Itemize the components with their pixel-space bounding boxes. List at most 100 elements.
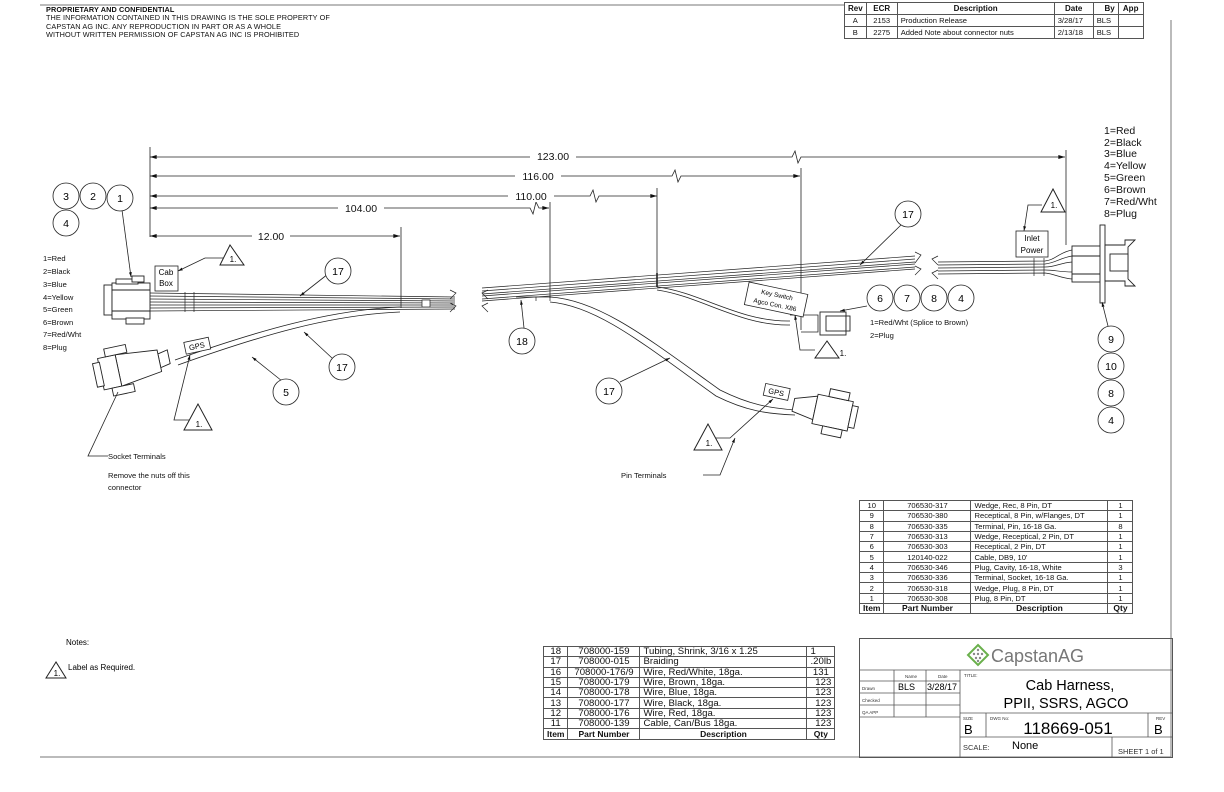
rev-cell: B (844, 26, 867, 39)
svg-text:17: 17 (603, 386, 615, 398)
company-name: CapstanAG (991, 646, 1084, 666)
db9-socket-connector (91, 343, 171, 397)
balloon: 7 (893, 284, 921, 312)
balloon: 4 (947, 284, 975, 312)
svg-text:1=Red: 1=Red (43, 254, 66, 263)
svg-text:1.: 1. (196, 420, 203, 429)
note-flag-icon: 1. (1040, 187, 1066, 213)
note-flags: 1. 1. 1. 1. 1. 1. (45, 187, 1066, 679)
svg-text:3=Blue: 3=Blue (1104, 148, 1137, 160)
dim-104: 104.00 (345, 203, 377, 215)
approval-name: BLS (898, 682, 915, 692)
gps-text: GPS (188, 340, 205, 352)
balloon: 4 (52, 209, 80, 237)
balloon: 3 (52, 182, 80, 210)
svg-text:1.: 1. (706, 439, 713, 448)
title-label: TITLE: (964, 673, 978, 678)
balloon: 6 (866, 284, 894, 312)
db9-pin-connector (791, 388, 859, 439)
balloon: 17 (328, 353, 356, 381)
right-8pin-receptacle (1071, 224, 1137, 304)
balloon: 8 (920, 284, 948, 312)
pin-terminals-label: Pin Terminals (621, 471, 667, 480)
approval-role: Checked (862, 698, 880, 703)
balloon: 17 (595, 377, 623, 405)
notes-heading: Notes: (66, 638, 89, 647)
approval-role: QA APP (862, 710, 878, 715)
gps-text: GPS (767, 386, 784, 398)
note-flag-icon: 1. (45, 661, 67, 679)
dim-116: 116.00 (522, 171, 553, 183)
item-balloons: 3 2 1 4 17 17 5 18 17 17 6 7 8 4 9 10 8 … (52, 182, 1125, 434)
balloon: 18 (508, 327, 536, 355)
key-switch-branch (656, 286, 819, 333)
dim-line-116 (150, 168, 800, 184)
left-pinout-legend: 1=Red 2=Black 3=Blue 4=Yellow 5=Green 6=… (43, 254, 82, 352)
note-flag-icon: 1. (219, 244, 245, 266)
svg-text:17: 17 (332, 266, 344, 278)
socket-terminals-label: Socket Terminals (108, 452, 166, 461)
svg-text:6=Brown: 6=Brown (1104, 184, 1146, 196)
remove-nuts-note: Remove the nuts off this (108, 471, 190, 480)
gps-label-right: GPS (762, 382, 791, 401)
left-wire-bundle (149, 289, 489, 313)
svg-text:9: 9 (1108, 334, 1114, 346)
balloon: 1 (106, 184, 134, 212)
approvals-name-header: Name (905, 674, 918, 679)
drawing-number: 118669-051 (1023, 719, 1113, 738)
svg-text:5=Green: 5=Green (1104, 172, 1145, 184)
balloon: 4 (1097, 406, 1125, 434)
cab-box-text: Cab (159, 268, 174, 277)
svg-text:18: 18 (516, 336, 528, 348)
svg-text:8=Plug: 8=Plug (1104, 208, 1137, 220)
balloon: 9 (1097, 325, 1125, 353)
title-block: CapstanAG Name Date Drawn BLS 3/28/17 Ch… (859, 638, 1173, 758)
svg-text:8: 8 (1108, 388, 1114, 400)
svg-text:8: 8 (931, 293, 937, 305)
svg-text:17: 17 (902, 209, 914, 221)
drawing-title-line2: PPII, SSRS, AGCO (1004, 696, 1129, 712)
approval-role: Drawn (862, 686, 876, 691)
svg-text:4: 4 (958, 293, 964, 305)
balloon: 2 (79, 182, 107, 210)
svg-text:5: 5 (283, 387, 289, 399)
cab-box-text: Box (159, 279, 173, 288)
svg-text:1: 1 (117, 193, 123, 205)
right-wire-bundle (937, 249, 1073, 280)
title-block-grid: CapstanAG Name Date Drawn BLS 3/28/17 Ch… (860, 643, 1172, 757)
svg-text:3=Blue: 3=Blue (43, 280, 67, 289)
inlet-power-text: Power (1021, 246, 1044, 255)
svg-text:3: 3 (63, 191, 69, 203)
scale-value: None (1012, 740, 1038, 752)
svg-text:10: 10 (1105, 361, 1117, 373)
svg-text:1.: 1. (840, 349, 847, 358)
note-text: Label as Required. (68, 663, 135, 672)
approval-date: 3/28/17 (927, 682, 957, 692)
svg-text:5=Green: 5=Green (43, 305, 73, 314)
dim-line-104 (150, 200, 549, 216)
left-8pin-connector (103, 275, 151, 325)
dim-110: 110.00 (515, 191, 546, 203)
svg-text:8=Plug: 8=Plug (43, 343, 67, 352)
dwg-label: DWG No: (990, 716, 1009, 721)
keyswitch-pinout: 1=Red/Wht (Splice to Brown) (870, 318, 969, 327)
svg-text:4: 4 (1108, 415, 1114, 427)
revision-header-row: Rev ECR Description Date By App (844, 2, 1144, 15)
sheet-number: SHEET 1 of 1 (1118, 747, 1164, 756)
remove-nuts-note: connector (108, 483, 142, 492)
capstan-logo-icon (966, 643, 990, 667)
